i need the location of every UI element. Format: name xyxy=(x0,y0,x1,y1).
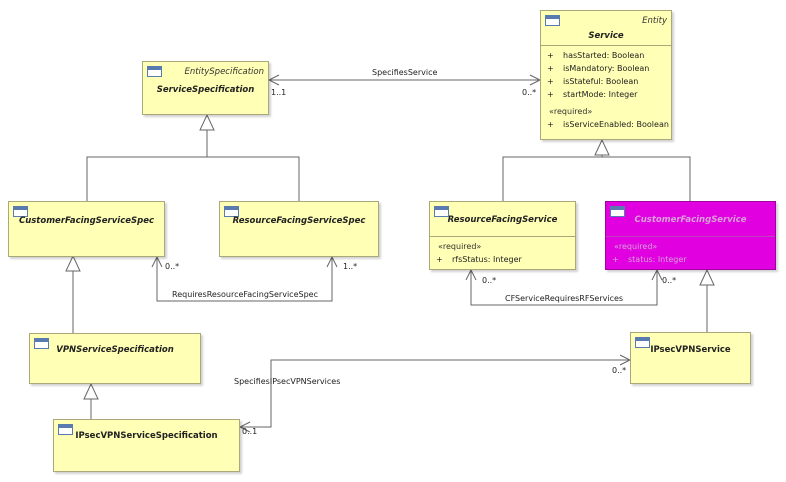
attribute: +startMode: Integer xyxy=(547,90,638,99)
multiplicity-label: 0..1 xyxy=(242,427,258,436)
attribute: +isStateful: Boolean xyxy=(547,77,639,86)
attribute-compartment: +hasStarted: Boolean +isMandatory: Boole… xyxy=(541,46,671,135)
class-ipsec-vpn-service[interactable]: IPsecVPNService xyxy=(630,332,751,384)
assoc-specifies-ipsec-line xyxy=(240,359,630,428)
attribute: +hasStarted: Boolean xyxy=(547,51,645,60)
multiplicity-label: 0..* xyxy=(482,276,497,285)
attribute-compartment: «required» +status: Integer xyxy=(606,237,775,270)
class-icon xyxy=(610,206,625,217)
assoc-requires-rfs-spec-line xyxy=(156,257,333,302)
class-ipsec-vpn-service-specification[interactable]: IPsecVPNServiceSpecification xyxy=(53,419,240,472)
multiplicity-label: 1..1 xyxy=(271,88,287,97)
stereotype-label: Entity xyxy=(642,16,667,26)
class-customer-facing-service[interactable]: CustomerFacingService «required» +status… xyxy=(605,201,776,270)
generalization-triangle-service xyxy=(594,138,610,156)
class-customer-facing-service-spec[interactable]: CustomerFacingServiceSpec xyxy=(8,201,165,257)
generalization-rfs-spec xyxy=(206,130,300,201)
attribute: +status: Integer xyxy=(612,255,687,264)
class-name: ResourceFacingService xyxy=(447,215,558,225)
class-name: IPsecVPNService xyxy=(650,345,731,355)
attribute: +isServiceEnabled: Boolean xyxy=(547,120,669,129)
class-name: ServiceSpecification xyxy=(156,85,255,95)
association-label-requires-rfs-spec: RequiresResourceFacingServiceSpec xyxy=(172,290,318,299)
class-service[interactable]: Entity Service +hasStarted: Boolean +isM… xyxy=(540,10,672,140)
multiplicity-label: 0..* xyxy=(165,262,180,271)
multiplicity-label: 0..* xyxy=(612,366,627,375)
class-resource-facing-service[interactable]: ResourceFacingService «required» +rfsSta… xyxy=(429,201,576,270)
class-icon xyxy=(434,206,449,217)
association-label-specifies-service: SpecifiesService xyxy=(372,68,438,77)
generalization-cfs xyxy=(601,155,691,201)
class-icon xyxy=(147,66,162,77)
class-vpn-service-specification[interactable]: VPNServiceSpecification xyxy=(29,333,201,384)
generalization-triangle-cfs xyxy=(699,268,715,286)
generalization-cfs-spec xyxy=(86,156,207,201)
class-icon xyxy=(224,206,239,217)
class-icon xyxy=(34,338,49,349)
class-name: ResourceFacingServiceSpec xyxy=(232,216,366,226)
class-name: CustomerFacingService xyxy=(634,215,747,225)
generalization-rfs xyxy=(502,156,602,201)
class-name: CustomerFacingServiceSpec xyxy=(18,216,155,226)
required-stereotype: «required» xyxy=(614,242,658,251)
stereotype-label: EntitySpecification xyxy=(184,67,264,77)
class-name: VPNServiceSpecification xyxy=(56,345,174,355)
class-resource-facing-service-spec[interactable]: ResourceFacingServiceSpec xyxy=(219,201,379,257)
class-service-specification[interactable]: EntitySpecification ServiceSpecification xyxy=(142,61,269,115)
association-label-cfs-requires-rfs: CFServiceRequiresRFServices xyxy=(505,294,624,303)
class-name: Service xyxy=(588,31,624,41)
generalization-triangle-vpn-spec xyxy=(83,382,99,400)
attribute: +rfsStatus: Integer xyxy=(436,255,522,264)
attribute: +isMandatory: Boolean xyxy=(547,64,650,73)
class-icon xyxy=(13,206,28,217)
multiplicity-label: 0..* xyxy=(522,88,537,97)
class-name: IPsecVPNServiceSpecification xyxy=(75,431,218,441)
required-stereotype: «required» xyxy=(549,107,593,116)
class-icon xyxy=(58,424,73,435)
association-label-specifies-ipsec: SpecifiesIPsecVPNServices xyxy=(234,377,341,386)
generalization-triangle-cfs-spec xyxy=(65,254,81,272)
required-stereotype: «required» xyxy=(438,242,482,251)
multiplicity-label: 1..* xyxy=(343,262,358,271)
class-icon xyxy=(545,15,560,26)
class-icon xyxy=(635,337,650,348)
multiplicity-label: 0..* xyxy=(662,276,677,285)
assoc-cfs-requires-rfs-line xyxy=(470,270,658,306)
attribute-compartment: «required» +rfsStatus: Integer xyxy=(430,237,575,270)
generalization-triangle-service-spec xyxy=(199,113,215,131)
